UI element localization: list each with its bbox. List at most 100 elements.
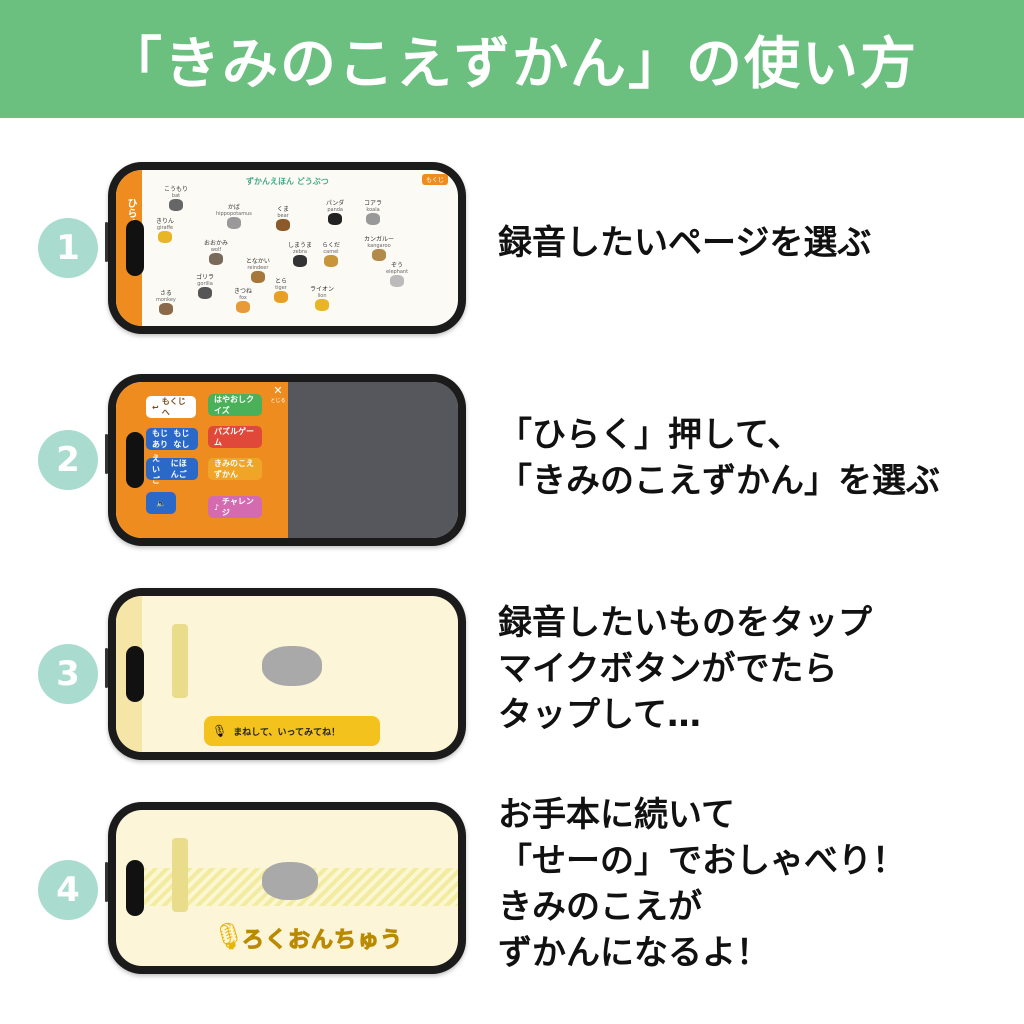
animal-name-en: gorilla [197, 281, 213, 287]
animal-name-jp: らくだ [322, 242, 341, 249]
animal-illustration [209, 253, 223, 265]
step-number: 3 [38, 644, 98, 704]
animal-illustration [315, 299, 329, 311]
animal-name-en: hippopotamus [216, 211, 252, 217]
animal-name-en: giraffe [156, 225, 174, 231]
japanese-label: にほんご [170, 459, 187, 479]
instruction-line: 「ひらく」押して、 [498, 415, 802, 455]
animal-name-en: camel [323, 249, 339, 255]
animal-name-jp: かば [227, 204, 240, 211]
step-number: 1 [38, 218, 98, 278]
music-note-icon: ♪ [214, 502, 220, 512]
animal-name-en: lion [317, 293, 327, 299]
animal-name-en: monkey [156, 297, 176, 303]
puzzle-label: パズルゲーム [214, 427, 254, 447]
voice-book-button[interactable]: きみのこえずかん [208, 458, 262, 480]
animal-name-jp: しまうま [288, 242, 313, 249]
step-2: 2 ↩ もくじへ もじあり もじなし えいご にほんご 🔈 [0, 372, 1024, 552]
step-4: 4 🎙 ろくおんちゅう お手本に続いて 「せーの」でおしゃべり！ きみのこえが … [0, 795, 1024, 980]
step-number: 2 [38, 430, 98, 490]
close-tab[interactable]: ✕ とじる [268, 382, 288, 432]
mic-prompt-text: まねして、いってみてね！ [233, 727, 341, 738]
animal-name-jp: パンダ [326, 200, 345, 207]
step-instruction: お手本に続いて 「せーの」でおしゃべり！ きみのこえが ずかんになるよ！ [498, 792, 906, 976]
animal-illustration [158, 303, 173, 315]
back-to-contents-button[interactable]: ↩ もくじへ [146, 396, 196, 418]
animal-name-jp: きつね [234, 288, 253, 295]
mic-prompt-bar[interactable]: 🎙 まねして、いってみてね！ [204, 716, 380, 746]
animal-name-jp: こうもり [164, 186, 189, 193]
elephant-illustration[interactable] [262, 646, 322, 686]
animal-illustration [328, 213, 343, 225]
instruction-line: 「きみのこえずかん」を選ぶ [498, 461, 940, 501]
animal-name-en: wolf [210, 247, 222, 253]
instruction-line: 録音したいページを選ぶ [498, 223, 872, 263]
animal-name-en: elephant [386, 269, 409, 275]
sound-toggle[interactable]: 🔈 [146, 492, 176, 514]
instruction-line: ずかんになるよ！ [498, 933, 770, 973]
animal-illustration [169, 199, 183, 211]
animal-name-en: kangaroo [367, 243, 391, 249]
animal-name-en: fox [239, 295, 247, 301]
animal-illustration [198, 287, 212, 299]
animal-name-jp: きりん [156, 218, 175, 225]
challenge-button[interactable]: ♪ チャレンジ [208, 496, 262, 518]
dimmed-page-overlay[interactable] [288, 382, 458, 538]
voice-book-label: きみのこえずかん [214, 459, 254, 479]
camera-cutout [126, 220, 144, 276]
animal-name-jp: とら [274, 278, 287, 285]
phone-mockup: ↩ もくじへ もじあり もじなし えいご にほんご 🔈 はやおしクイズ [105, 374, 466, 546]
animal-illustration [276, 219, 290, 231]
animal-name-en: tiger [275, 285, 287, 291]
step-number: 4 [38, 860, 98, 920]
open-tab-label: ひらく [125, 198, 136, 228]
instruction-line: 「せーの」でおしゃべり！ [498, 841, 906, 881]
animal-illustration [250, 271, 265, 283]
step-instruction: 録音したいものをタップ マイクボタンがでたら タップして… [498, 600, 872, 738]
text-toggle[interactable]: もじあり もじなし [146, 428, 198, 450]
animal-illustration [293, 255, 307, 267]
animal-name-en: bat [171, 193, 181, 199]
close-label: とじる [270, 398, 286, 404]
puzzle-button[interactable]: パズルゲーム [208, 426, 262, 448]
recording-label: ろくおんちゅう [241, 928, 404, 954]
camera-cutout [126, 860, 144, 916]
phone-screen: 🎙 まねして、いってみてね！ [116, 596, 458, 752]
quiz-label: はやおしクイズ [214, 395, 254, 415]
animal-name-en: reindeer [247, 265, 269, 271]
contents-button[interactable]: もくじ [421, 174, 448, 185]
header-banner: 「きみのこえずかん」の使い方 [0, 0, 1024, 118]
animal-name-jp: ぞう [391, 262, 404, 269]
step-3: 3 🎙 まねして、いってみてね！ 録音したいものをタップ マイクボタンがでたら … [0, 586, 1024, 766]
language-toggle[interactable]: えいご にほんご [146, 454, 198, 485]
instruction-line: マイクボタンがでたら [498, 649, 838, 689]
giraffe-illustration [172, 838, 188, 912]
instruction-line: タップして… [498, 695, 701, 735]
animal-name-jp: さる [159, 290, 172, 297]
back-label: もくじへ [161, 397, 186, 417]
page-title: 「きみのこえずかん」の使い方 [106, 31, 918, 97]
animal-name-jp: おおかみ [204, 240, 229, 247]
animal-name-jp: となかい [246, 258, 270, 265]
challenge-label: チャレンジ [221, 497, 254, 517]
quiz-button[interactable]: はやおしクイズ [208, 394, 262, 416]
